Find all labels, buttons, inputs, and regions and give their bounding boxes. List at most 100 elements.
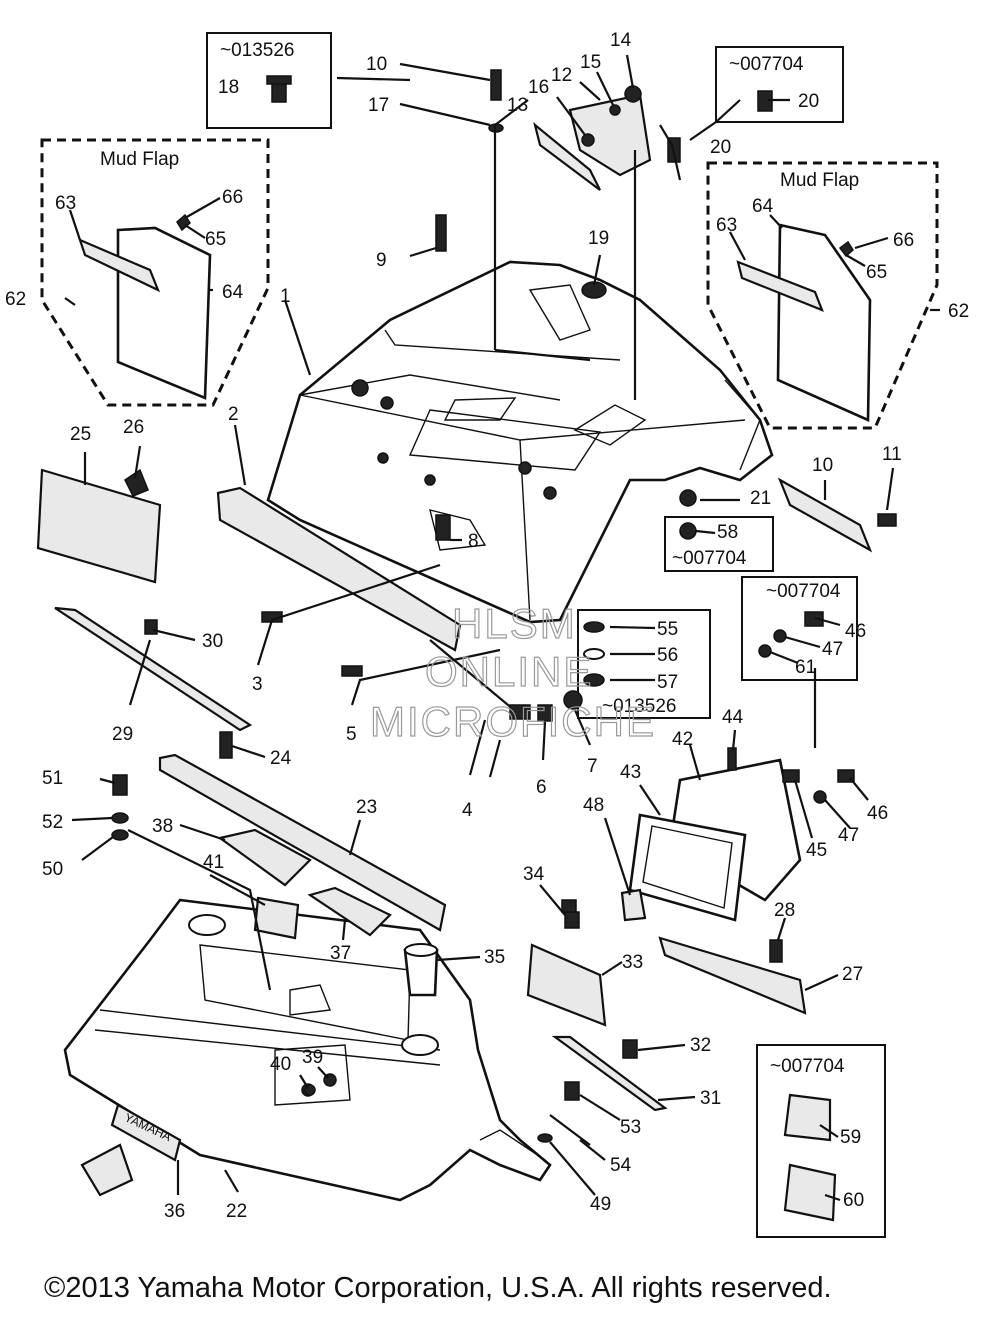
mud-flap-right-group: Mud Flap <box>706 161 939 430</box>
watermark-line-1: HLSM <box>452 600 577 647</box>
callout-7: 7 <box>587 756 598 777</box>
shroud-part <box>266 260 774 624</box>
callout-63: 63 <box>55 193 76 214</box>
callout-19: 19 <box>588 228 609 249</box>
box-code-label: ~007704 <box>729 54 804 75</box>
callout-50: 50 <box>42 859 63 880</box>
box-code-label: ~013526 <box>602 696 677 717</box>
bracket-box-20: ~007704 <box>715 46 844 123</box>
callout-36: 36 <box>164 1201 185 1222</box>
callout-20: 20 <box>798 91 819 112</box>
callout-42: 42 <box>672 729 693 750</box>
callout-46: 46 <box>845 621 866 642</box>
callout-58: 58 <box>717 522 738 543</box>
callout-32: 32 <box>690 1035 711 1056</box>
bracket-box-46: ~007704 <box>741 576 858 681</box>
callout-65: 65 <box>866 262 887 283</box>
callout-65: 65 <box>205 229 226 250</box>
callout-numbers: 1 2 3 4 5 6 7 8 9 10 10 11 12 13 14 15 1… <box>5 30 969 1222</box>
callout-11: 11 <box>882 444 902 465</box>
mud-flap-left-group: Mud Flap <box>40 138 270 407</box>
callout-41: 41 <box>203 852 224 873</box>
box-code-label: ~013526 <box>220 40 295 61</box>
callout-46: 46 <box>867 803 888 824</box>
bracket-box-58: ~007704 <box>664 516 774 572</box>
callout-10: 10 <box>366 54 387 75</box>
callout-27: 27 <box>842 964 863 985</box>
callout-53: 53 <box>620 1117 641 1138</box>
callout-9: 9 <box>376 250 387 271</box>
watermark-line-2: ONLINE <box>425 648 593 695</box>
callout-4: 4 <box>462 800 473 821</box>
callout-28: 28 <box>774 900 795 921</box>
callout-61: 61 <box>795 657 816 678</box>
callout-1: 1 <box>280 286 291 307</box>
callout-40: 40 <box>270 1054 291 1075</box>
callout-62: 62 <box>948 301 969 322</box>
callout-49: 49 <box>590 1194 611 1215</box>
callout-48: 48 <box>583 795 604 816</box>
callout-13: 13 <box>507 95 528 116</box>
callout-2: 2 <box>228 404 239 425</box>
watermark: HLSM ONLINE MICROFICHE <box>369 599 656 745</box>
callout-63: 63 <box>716 215 737 236</box>
callout-47: 47 <box>838 825 859 846</box>
leader-lines <box>64 54 940 1202</box>
callout-64: 64 <box>222 282 244 303</box>
callout-14: 14 <box>610 30 632 51</box>
callout-25: 25 <box>70 424 91 445</box>
callout-33: 33 <box>622 952 643 973</box>
callout-6: 6 <box>536 777 547 798</box>
callout-38: 38 <box>152 816 173 837</box>
box-code-label: ~007704 <box>766 581 841 602</box>
callout-15: 15 <box>580 52 601 73</box>
bracket-box-55: ~013526 <box>577 609 711 719</box>
box-code-label: ~007704 <box>672 548 747 569</box>
bracket-box-18: ~013526 <box>206 32 332 129</box>
callout-16: 16 <box>528 77 549 98</box>
callout-10: 10 <box>812 455 833 476</box>
mud-flap-title: Mud Flap <box>780 170 859 191</box>
callout-8: 8 <box>468 531 479 552</box>
callout-24: 24 <box>270 748 292 769</box>
copyright-notice: ©2013 Yamaha Motor Corporation, U.S.A. A… <box>44 1272 832 1304</box>
callout-52: 52 <box>42 812 63 833</box>
callout-56: 56 <box>657 645 678 666</box>
callout-66: 66 <box>893 230 914 251</box>
callout-3: 3 <box>252 674 263 695</box>
mud-flap-title: Mud Flap <box>100 149 179 170</box>
callout-54: 54 <box>610 1155 632 1176</box>
callout-64: 64 <box>752 196 774 217</box>
callout-66: 66 <box>222 187 243 208</box>
callout-17: 17 <box>368 95 389 116</box>
callout-30: 30 <box>202 631 223 652</box>
callout-51: 51 <box>42 768 63 789</box>
callout-18: 18 <box>218 77 239 98</box>
watermark-line-3: MICROFICHE <box>370 698 656 745</box>
callout-60: 60 <box>843 1190 864 1211</box>
callout-59: 59 <box>840 1127 861 1148</box>
callout-47: 47 <box>822 639 843 660</box>
callout-35: 35 <box>484 947 505 968</box>
callout-22: 22 <box>226 1201 247 1222</box>
callout-37: 37 <box>330 943 351 964</box>
callout-29: 29 <box>112 724 133 745</box>
box-code-label: ~007704 <box>770 1056 845 1077</box>
callout-45: 45 <box>806 840 827 861</box>
callout-39: 39 <box>302 1047 323 1068</box>
callout-62: 62 <box>5 289 26 310</box>
callout-26: 26 <box>123 417 144 438</box>
bracket-box-59: ~007704 <box>756 1044 886 1238</box>
callout-34: 34 <box>523 864 545 885</box>
callout-20: 20 <box>710 137 731 158</box>
callout-12: 12 <box>551 65 572 86</box>
callout-23: 23 <box>356 797 377 818</box>
callout-55: 55 <box>657 619 678 640</box>
callout-43: 43 <box>620 762 641 783</box>
callout-57: 57 <box>657 672 678 693</box>
callout-5: 5 <box>346 724 357 745</box>
callout-31: 31 <box>700 1088 721 1109</box>
callout-44: 44 <box>722 707 744 728</box>
